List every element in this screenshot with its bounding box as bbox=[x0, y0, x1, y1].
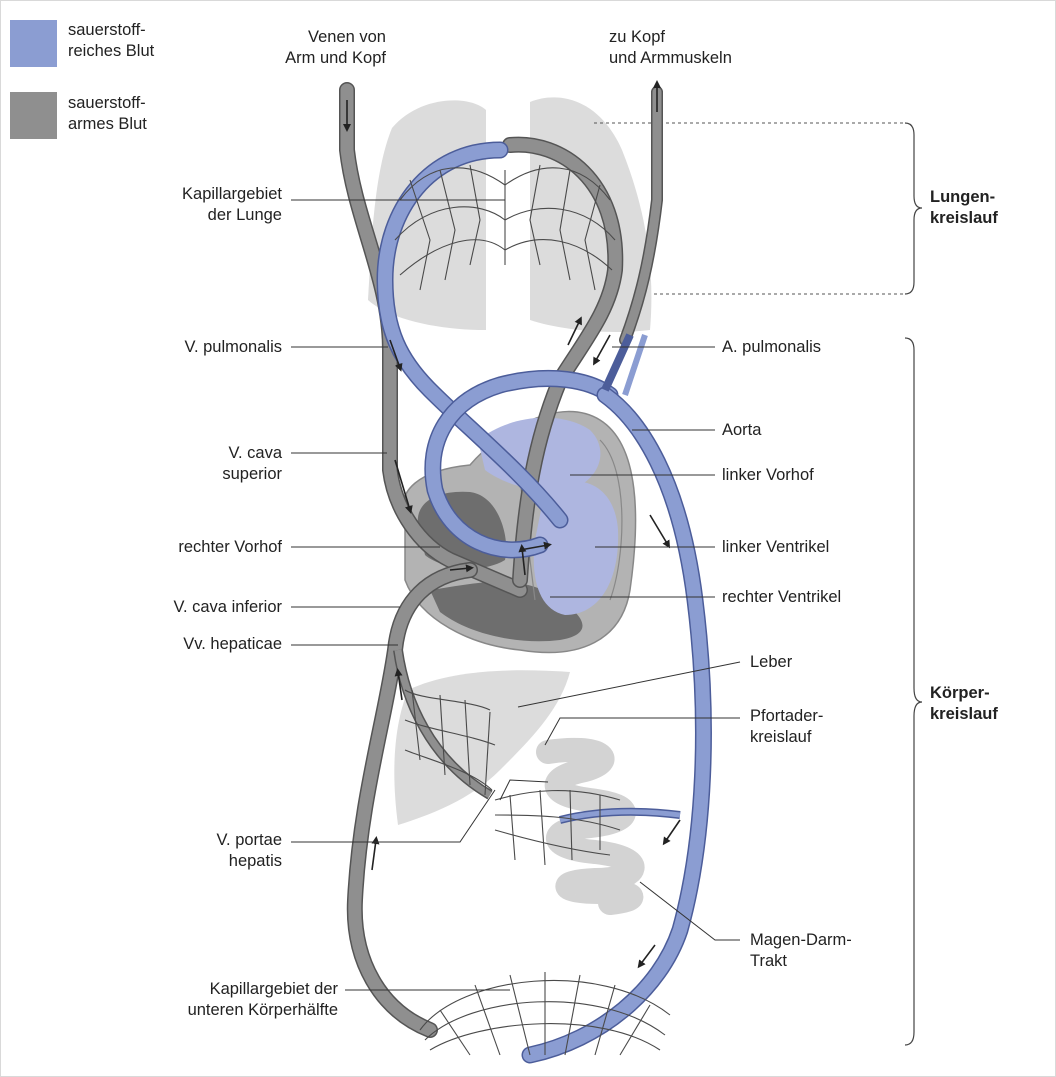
veins-in-label: Venen von Arm und Kopf bbox=[240, 27, 386, 69]
systemic-brace bbox=[905, 338, 922, 1045]
liver-label: Leber bbox=[750, 652, 792, 673]
left-ventricle-label: linker Ventrikel bbox=[722, 537, 829, 558]
body-capillary-label: Kapillargebiet der unteren Körperhälfte bbox=[120, 979, 338, 1021]
a-pulmonalis-label: A. pulmonalis bbox=[722, 337, 821, 358]
pulmonary-brace bbox=[905, 123, 922, 294]
legend-swatch-rich bbox=[10, 20, 57, 67]
pulmonary-circuit-label: Lungen- kreislauf bbox=[930, 187, 998, 229]
right-ventricle-label: rechter Ventrikel bbox=[722, 587, 841, 608]
left-atrium-label: linker Vorhof bbox=[722, 465, 814, 486]
systemic-circuit-label: Körper- kreislauf bbox=[930, 683, 998, 725]
right-atrium-label: rechter Vorhof bbox=[100, 537, 282, 558]
vv-hepaticae-label: Vv. hepaticae bbox=[100, 634, 282, 655]
gi-tract-shape bbox=[548, 750, 633, 903]
lung-capillary-label: Kapillargebiet der Lunge bbox=[100, 184, 282, 226]
gi-tract-label: Magen-Darm- Trakt bbox=[750, 930, 852, 972]
legend-poor-label: sauerstoff- armes Blut bbox=[68, 93, 147, 135]
legend-rich-label: sauerstoff- reiches Blut bbox=[68, 20, 154, 62]
to-head-label: zu Kopf und Armmuskeln bbox=[609, 27, 732, 69]
body-capillary-bed bbox=[420, 972, 670, 1055]
aorta-label: Aorta bbox=[722, 420, 761, 441]
v-portae-label: V. portae hepatis bbox=[100, 830, 282, 872]
v-pulmonalis-label: V. pulmonalis bbox=[100, 337, 282, 358]
v-cava-inferior-label: V. cava inferior bbox=[100, 597, 282, 618]
portal-circuit-label: Pfortader- kreislauf bbox=[750, 706, 823, 748]
v-cava-superior-label: V. cava superior bbox=[100, 443, 282, 485]
legend-swatch-poor bbox=[10, 92, 57, 139]
